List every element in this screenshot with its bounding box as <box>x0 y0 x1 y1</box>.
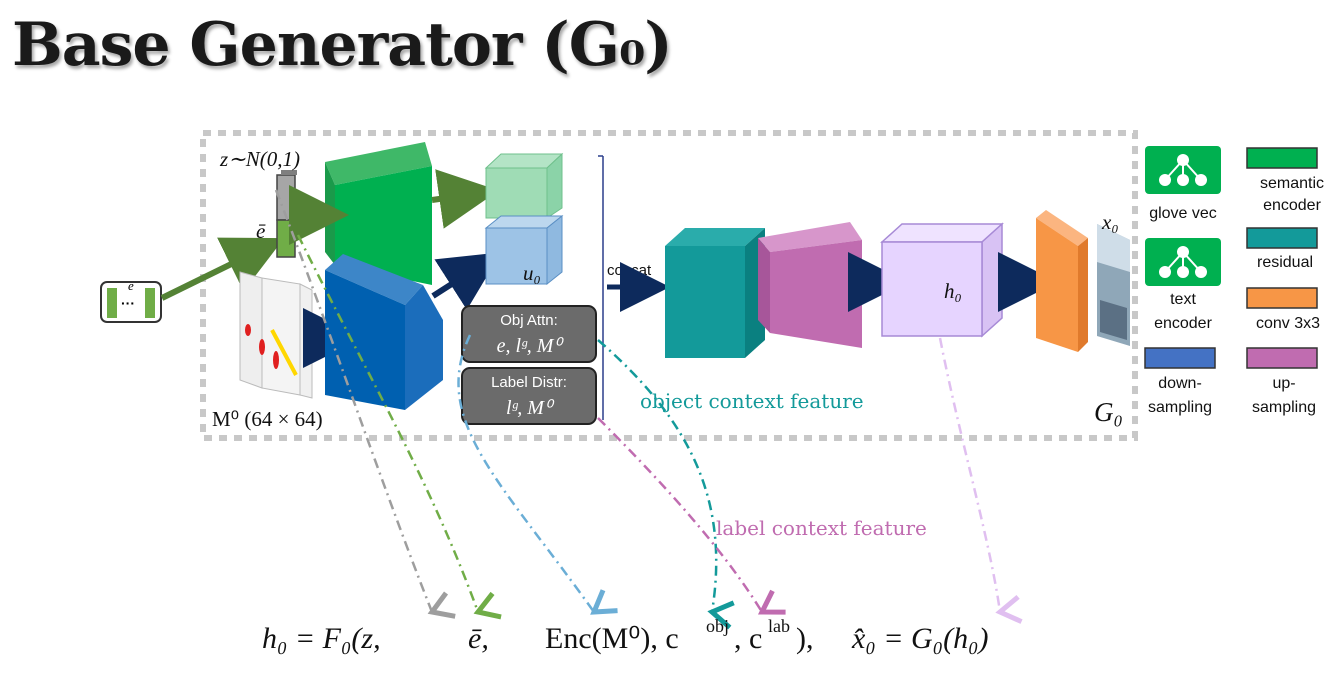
legend-text-encoder-icon <box>1145 238 1221 286</box>
legend-conv-label: conv 3x3 <box>1256 315 1320 332</box>
obj-attn-box: Obj Attn: e, lᵍ, M⁰ <box>461 305 597 363</box>
legend-residual-swatch <box>1246 227 1318 249</box>
legend-downsampling-line2: sampling <box>1148 399 1212 416</box>
formula-obj: obj <box>706 616 729 636</box>
layout-mask-stack <box>239 271 313 399</box>
formula-enc: Enc(M⁰), c <box>545 622 679 655</box>
legend-glove-icon <box>1145 146 1221 194</box>
formula: h₀ = F₀(z, ē, Enc(M⁰), c obj , c lab ), … <box>262 616 989 655</box>
obj-attn-title: Obj Attn: <box>500 312 558 329</box>
connector-clab <box>597 417 786 615</box>
residual-block <box>665 228 765 358</box>
legend-upsampling-line2: sampling <box>1252 399 1316 416</box>
entity-e-label: e <box>128 278 134 293</box>
noise-ebar-vector <box>276 170 297 258</box>
upsampling-block <box>758 222 862 348</box>
g0-label: G₀ <box>1094 397 1123 427</box>
formula-h0: h₀ = F₀(z, <box>262 622 381 655</box>
page-title: Base Generator (G₀) <box>12 10 673 80</box>
generator-frame <box>200 130 1138 441</box>
formula-ebar: ē, <box>468 622 489 655</box>
h0-cube <box>880 222 1004 338</box>
formula-comma: , c <box>734 622 762 655</box>
formula-lab: lab <box>768 616 790 636</box>
u0-cube <box>484 214 564 286</box>
legend-downsampling-line1: down- <box>1158 375 1202 392</box>
noise-label: z∼N(0,1) <box>219 147 300 171</box>
formula-close: ), <box>796 622 814 655</box>
x0-label: x₀ <box>1101 210 1119 234</box>
output-image <box>1097 224 1130 346</box>
semantic-feature-cube <box>484 152 564 219</box>
legend-semantic-swatch <box>1246 147 1318 169</box>
legend-glove-label: glove vec <box>1149 205 1217 222</box>
h0-label: h₀ <box>944 279 962 303</box>
downsampling-block <box>325 254 443 410</box>
label-distr-args: lᵍ, M⁰ <box>506 397 555 419</box>
object-context-label: object context feature <box>640 389 864 413</box>
entity-token: e ··· <box>100 278 162 323</box>
concat-label: concat <box>607 262 652 279</box>
connector-h0 <box>938 337 1023 624</box>
u0-label: u₀ <box>523 261 541 285</box>
legend-downsampling-swatch <box>1144 347 1216 369</box>
legend-conv-swatch <box>1246 287 1318 309</box>
obj-attn-args: e, lᵍ, M⁰ <box>497 335 565 357</box>
connector-z <box>274 189 456 619</box>
mask-label: M⁰ (64 × 64) <box>212 407 323 431</box>
legend-upsampling-line1: up- <box>1272 375 1295 392</box>
legend-semantic-line1: semantic <box>1260 175 1324 192</box>
legend-text-encoder-line1: text <box>1170 291 1196 308</box>
connector-cobj <box>597 339 735 630</box>
conv-block <box>1036 210 1088 352</box>
label-distr-title: Label Distr: <box>491 374 567 391</box>
legend-upsampling-swatch <box>1246 347 1318 369</box>
formula-rhs: x̂₀ = G₀(h₀) <box>851 622 989 655</box>
ebar-label: ē <box>256 219 266 243</box>
legend-semantic-line2: encoder <box>1263 197 1321 214</box>
legend-residual-label: residual <box>1257 254 1313 271</box>
label-distr-box: Label Distr: lᵍ, M⁰ <box>461 367 597 425</box>
label-context-label: label context feature <box>716 516 927 540</box>
entity-dots: ··· <box>121 295 135 311</box>
legend-text-encoder-line2: encoder <box>1154 315 1212 332</box>
